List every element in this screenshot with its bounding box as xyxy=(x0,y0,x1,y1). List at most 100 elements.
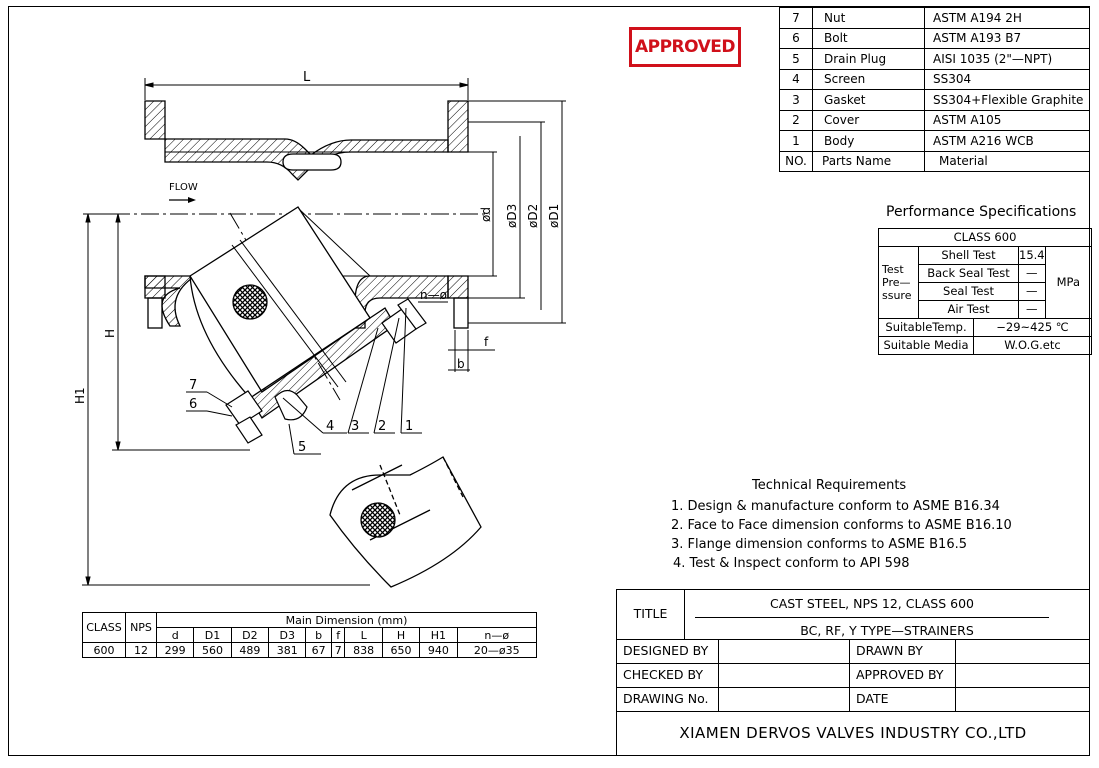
approved-stamp: APPROVED xyxy=(629,27,741,67)
dim-header: H xyxy=(381,627,421,643)
label-b: b xyxy=(457,357,465,371)
screen-mesh-icon xyxy=(232,284,268,320)
flow-arrow-icon xyxy=(169,197,196,203)
label-D3: øD3 xyxy=(505,204,519,228)
drawing-no-value xyxy=(718,687,850,712)
perf-temp-value: −29~425 ℃ xyxy=(973,318,1092,337)
part-name: Body xyxy=(812,130,925,152)
part-name: Gasket xyxy=(812,89,925,111)
label-n-phi: n—ø xyxy=(420,288,447,302)
callout-6: 6 xyxy=(189,397,197,412)
dim-main-header: Main Dimension (mm) xyxy=(156,612,537,628)
title-line-2: BC, RF, Y TYPE—STRAINERS xyxy=(800,622,974,638)
part-no: 5 xyxy=(779,48,813,70)
tech-req-title: Technical Requirements xyxy=(752,478,907,493)
part-no: 3 xyxy=(779,89,813,111)
parts-header-no: NO. xyxy=(779,150,813,172)
perf-class: CLASS 600 xyxy=(878,228,1092,247)
title-label: TITLE xyxy=(616,589,685,640)
perf-test-value: — xyxy=(1018,264,1046,283)
part-material: SS304 xyxy=(924,68,1090,90)
dim-header: L xyxy=(344,627,383,643)
label-D1: øD1 xyxy=(547,204,561,228)
dim-value: 381 xyxy=(268,642,307,658)
label-H1: H1 xyxy=(73,387,87,404)
perf-temp-label: SuitableTemp. xyxy=(878,318,974,337)
dim-value: 299 xyxy=(155,642,195,658)
part-material: ASTM A105 xyxy=(924,109,1090,131)
performance-table: CLASS 600 Test Pre— ssure Shell Test 15.… xyxy=(878,228,1093,355)
dim-header: n—ø xyxy=(456,627,538,643)
drawing-no-label: DRAWING No. xyxy=(616,687,719,712)
dim-value: 650 xyxy=(381,642,421,658)
label-H: H xyxy=(103,329,117,338)
part-material: ASTM A194 2H xyxy=(924,7,1090,29)
checked-by-label: CHECKED BY xyxy=(616,663,719,688)
valve-body xyxy=(144,100,469,329)
screen-detail-mesh-icon xyxy=(360,502,396,538)
part-no: 6 xyxy=(779,27,813,49)
tech-req-item: 2. Face to Face dimension conforms to AS… xyxy=(671,518,1012,533)
company-name: XIAMEN DERVOS VALVES INDUSTRY CO.,LTD xyxy=(616,711,1090,756)
perf-test-name: Seal Test xyxy=(918,282,1019,301)
tech-req-item: 1. Design & manufacture conform to ASME … xyxy=(671,499,1000,514)
label-f: f xyxy=(484,335,489,349)
label-L: L xyxy=(303,70,311,85)
dim-class-header: CLASS xyxy=(82,612,126,643)
parts-header-material: Material xyxy=(924,150,1090,172)
dim-value: 838 xyxy=(344,642,383,658)
date-label: DATE xyxy=(849,687,956,712)
part-name: Screen xyxy=(812,68,925,90)
part-name: Drain Plug xyxy=(812,48,925,70)
callout-2: 2 xyxy=(378,419,386,434)
perf-media-label: Suitable Media xyxy=(878,336,974,355)
dim-value: 940 xyxy=(419,642,458,658)
flow-label: FLOW xyxy=(169,182,198,193)
screen-detail-view xyxy=(329,456,482,588)
callout-5: 5 xyxy=(298,440,306,455)
perf-test-name: Back Seal Test xyxy=(918,264,1019,283)
dim-header: D1 xyxy=(193,627,232,643)
dim-header: b xyxy=(305,627,332,643)
tech-req-item: 3. Flange dimension conforms to ASME B16… xyxy=(671,537,967,552)
perf-test-name: Shell Test xyxy=(918,246,1019,265)
perf-test-value: 15.4 xyxy=(1018,246,1046,265)
dim-header: D2 xyxy=(230,627,270,643)
perf-test-value: — xyxy=(1018,300,1046,319)
callout-7: 7 xyxy=(189,378,197,393)
part-material: AISI 1035 (2"—NPT) xyxy=(924,48,1090,70)
designed-by-label: DESIGNED BY xyxy=(616,639,719,664)
tech-req-item: 4. Test & Inspect conform to API 598 xyxy=(673,556,910,571)
dimension-L xyxy=(144,78,469,100)
callout-1: 1 xyxy=(405,419,413,434)
title-block: TITLE CAST STEEL, NPS 12, CLASS 600 BC, … xyxy=(616,589,1090,756)
part-material: ASTM A193 B7 xyxy=(924,27,1090,49)
part-no: 1 xyxy=(779,130,813,152)
drawn-by-label: DRAWN BY xyxy=(849,639,956,664)
dim-nps-header: NPS xyxy=(125,612,157,643)
drawing-frame xyxy=(8,6,1090,756)
approved-by-label: APPROVED BY xyxy=(849,663,956,688)
part-no: 7 xyxy=(779,7,813,29)
date-value xyxy=(955,687,1090,712)
dim-header: d xyxy=(155,627,195,643)
part-no: 2 xyxy=(779,109,813,131)
part-material: ASTM A216 WCB xyxy=(924,130,1090,152)
dim-value: 20—ø35 xyxy=(456,642,538,658)
dimension-diameters xyxy=(468,100,566,324)
dim-value: 560 xyxy=(193,642,232,658)
callout-4: 4 xyxy=(326,419,334,434)
dim-value: 7 xyxy=(330,642,346,658)
approved-by-value xyxy=(955,663,1090,688)
dim-header: D3 xyxy=(268,627,307,643)
perf-media-value: W.O.G.etc xyxy=(973,336,1092,355)
part-name: Nut xyxy=(812,7,925,29)
